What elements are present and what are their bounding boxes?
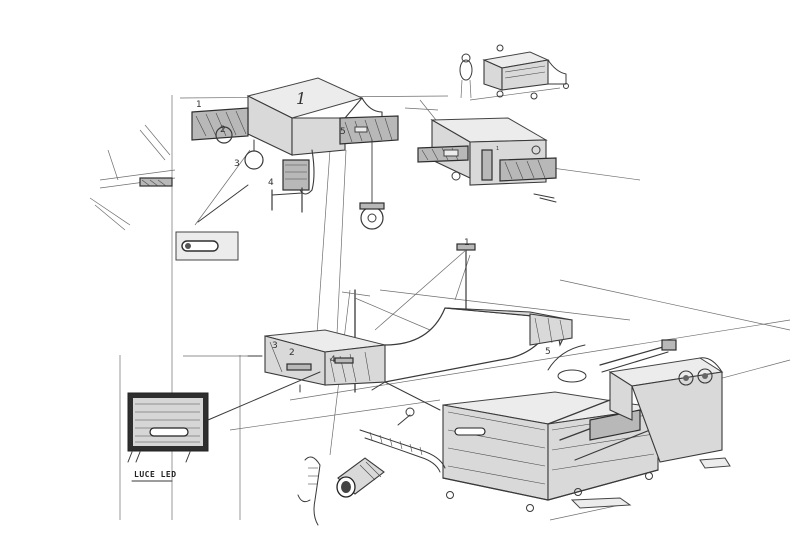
led-label: LUCE LED xyxy=(134,470,177,479)
slot-detail xyxy=(175,231,239,261)
top-callout-3: 3 xyxy=(234,159,240,169)
led-panel-detail: LUCE LED xyxy=(127,371,321,482)
ramp-callout-2: 2 xyxy=(289,348,295,358)
top-callout-4: 4 xyxy=(268,178,274,188)
top-callout-1: 1 xyxy=(196,100,202,110)
top-callout-2: 2 xyxy=(220,125,226,135)
top-module-sketch: 1 2 3 4 5 1 xyxy=(89,77,399,231)
ramp-callout-4: 4 xyxy=(330,355,336,365)
ramp-sketch: 2 4 1 3 5 xyxy=(247,238,573,393)
ramp-callout-1: 1 xyxy=(464,238,470,248)
right-module-sketch: 1 xyxy=(404,99,557,203)
right-top-callout-1: 1 xyxy=(496,146,499,152)
mini-cart-sketch xyxy=(459,44,569,101)
tube-sketch xyxy=(297,407,446,526)
top-callout-5: 5 xyxy=(340,127,346,137)
ramp-callout-3: 3 xyxy=(272,341,278,351)
large-cart-sketch xyxy=(384,339,731,512)
ramp-callout-5: 5 xyxy=(545,347,551,357)
top-callout-big: 1 xyxy=(296,89,306,108)
